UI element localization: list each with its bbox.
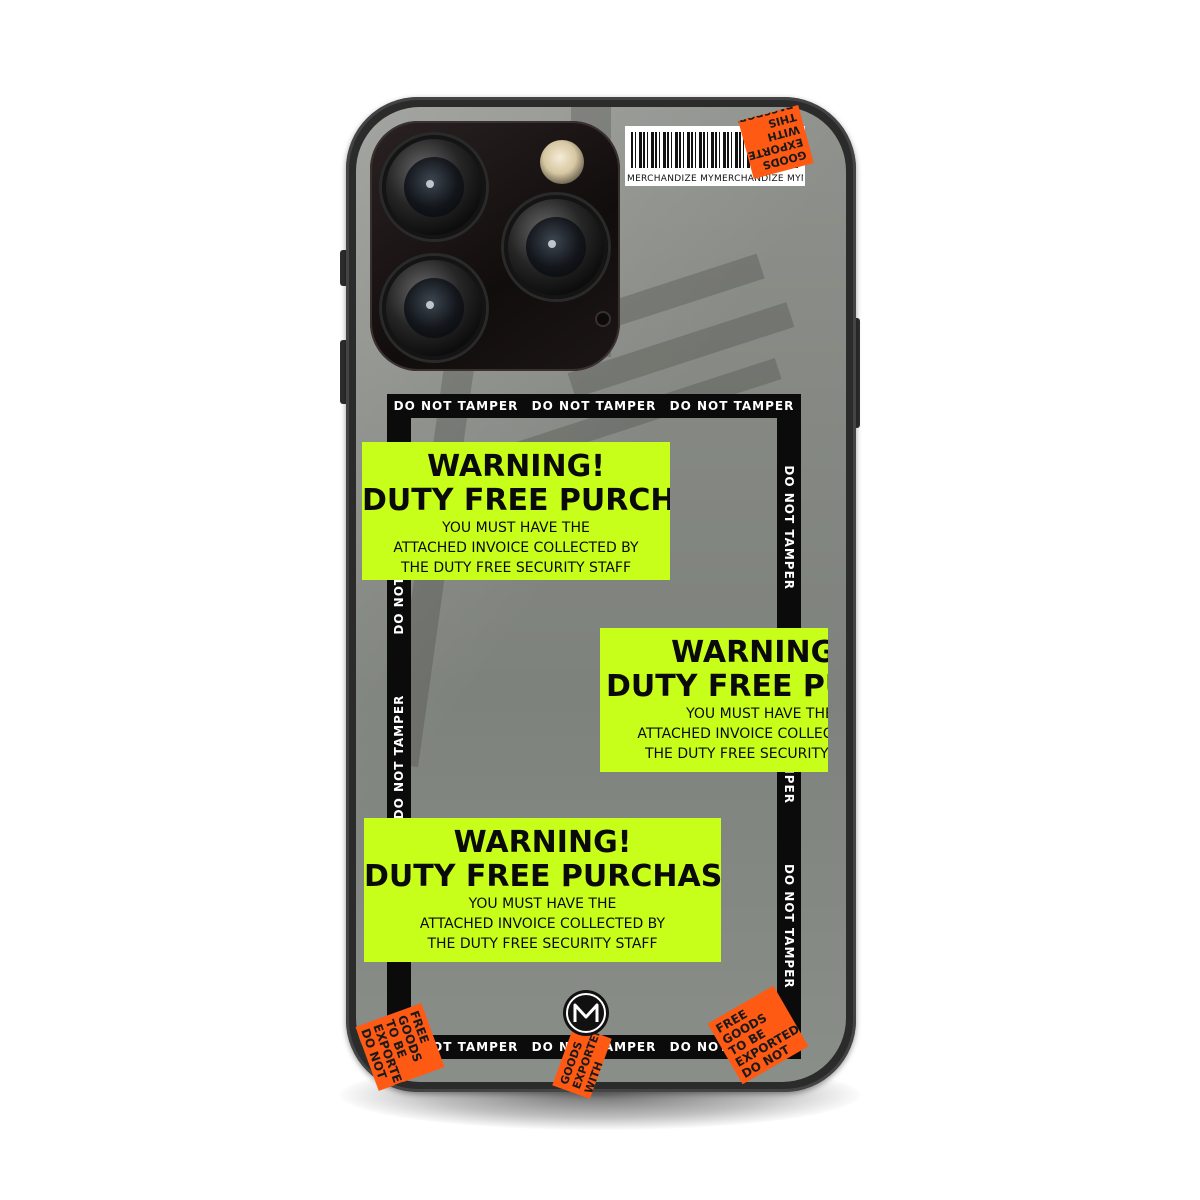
microphone: [597, 313, 609, 325]
brand-logo: [563, 990, 609, 1036]
camera-lens-glass: [404, 278, 464, 338]
camera-lens-glass: [404, 157, 464, 217]
tape-label: DO NOT TAMPER: [669, 399, 795, 413]
warning-line: YOU MUST HAVE THE: [686, 706, 828, 722]
tape-label: DO NOT TAMPER: [782, 464, 796, 590]
action-button: [340, 250, 350, 286]
warning-line: YOU MUST HAVE THE: [468, 896, 617, 912]
tape-label: DO NOT TAMPER: [531, 399, 657, 413]
barcode-text: MERCHANDIZE MYMERCHANDIZE MYMERCHANDIZE: [627, 174, 803, 184]
warning-line: YOU MUST HAVE THE: [442, 520, 590, 536]
tape-label: DO NOT TAMPER: [393, 399, 519, 413]
camera-flash: [540, 140, 584, 184]
warning-subtitle: DUTY FREE PURCHASE: [362, 483, 670, 518]
lens-reflection: [426, 301, 434, 309]
tape-label: DO NOT TAMPER: [782, 863, 796, 989]
warning-label: WARNING! DUTY FREE PURCHASE YOU MUST HAV…: [600, 628, 828, 772]
volume-up-button: [340, 340, 350, 404]
warning-subtitle: DUTY FREE PURCHASE: [364, 859, 721, 894]
warning-line: ATTACHED INVOICE COLLECTED BY: [393, 540, 639, 556]
warning-line: THE DUTY FREE SECURITY STAFF: [427, 936, 658, 952]
lens-reflection: [426, 180, 434, 188]
warning-title: WARNING!: [427, 449, 605, 484]
warning-label: WARNING! DUTY FREE PURCHASE YOU MUST HAV…: [362, 442, 670, 580]
lens-reflection: [548, 240, 556, 248]
warning-line: THE DUTY FREE SECURITY STAFF: [400, 560, 632, 576]
warning-label: WARNING! DUTY FREE PURCHASE YOU MUST HAV…: [364, 818, 721, 962]
camera-lens-glass: [526, 217, 586, 277]
warning-line: ATTACHED INVOICE COLLECTED BY: [637, 726, 828, 742]
tamper-tape-top: DO NOT TAMPER DO NOT TAMPER DO NOT TAMPE…: [387, 394, 801, 418]
warning-line: THE DUTY FREE SECURITY STAFF: [644, 746, 828, 762]
warning-title: WARNING!: [671, 635, 828, 670]
brand-logo-icon: [566, 993, 606, 1033]
warning-line: ATTACHED INVOICE COLLECTED BY: [419, 916, 666, 932]
warning-title: WARNING!: [453, 825, 632, 860]
warning-subtitle: DUTY FREE PURCHASE: [606, 669, 828, 704]
